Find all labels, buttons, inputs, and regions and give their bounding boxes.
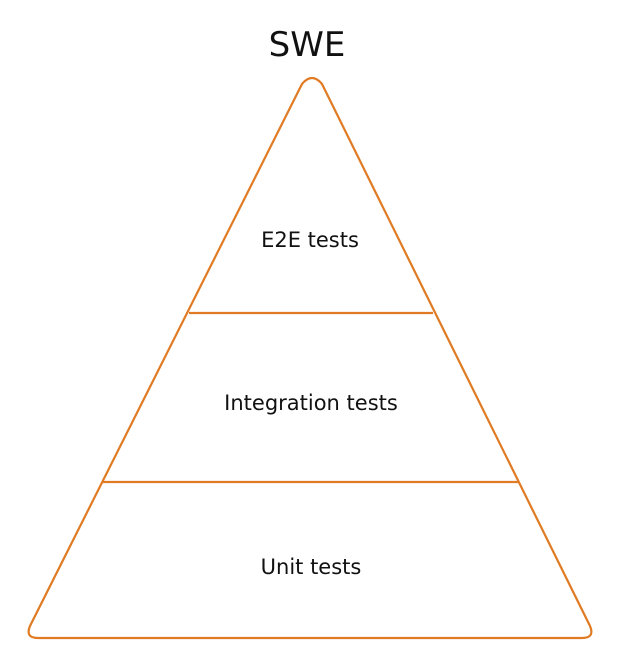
level-label-unit: Unit tests bbox=[261, 555, 362, 579]
level-label-e2e: E2E tests bbox=[261, 228, 359, 252]
pyramid-outline bbox=[27, 76, 593, 640]
level-label-integration: Integration tests bbox=[224, 391, 398, 415]
diagram-title: SWE bbox=[269, 25, 346, 65]
